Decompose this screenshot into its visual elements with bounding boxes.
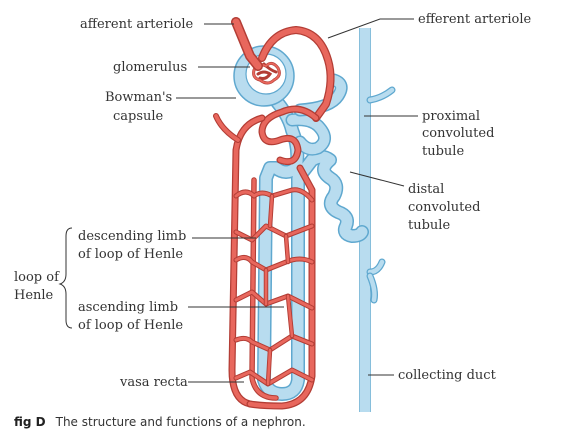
label-descending-line1: descending limb (78, 229, 186, 244)
svg-text:fig D The structure and: fig D The structure and functions of a n… (14, 413, 306, 430)
label-loop-line1: loop of (14, 270, 60, 285)
collecting-duct (359, 28, 396, 412)
label-ascending-line1: ascending limb (78, 300, 178, 315)
label-descending-line2: of loop of Henle (78, 247, 183, 262)
leader-lines (58, 18, 418, 383)
label-bowmans-capsule-line2: capsule (113, 109, 164, 124)
label-vasa-recta: vasa recta (119, 375, 188, 390)
figure-caption: fig D The structure and functions of a n… (14, 413, 306, 430)
labels: afferent arteriole efferent arteriole gl… (14, 12, 531, 390)
caption-text: The structure and functions of a nephron… (55, 415, 306, 429)
label-distal-line2: convoluted (408, 200, 480, 215)
label-collecting-duct: collecting duct (398, 368, 497, 383)
label-proximal-line1: proximal (422, 109, 480, 124)
label-proximal-line3: tubule (422, 144, 464, 159)
label-bowmans-capsule-line1: Bowman's (105, 90, 172, 105)
glomerulus (252, 61, 281, 85)
label-proximal-line2: convoluted (422, 126, 494, 141)
label-efferent-arteriole: efferent arteriole (418, 12, 531, 27)
blood-vessels (213, 17, 335, 410)
label-ascending-line2: of loop of Henle (78, 318, 183, 333)
label-loop-line2: Henle (14, 288, 54, 303)
caption-label: fig D (14, 415, 46, 429)
label-distal-line1: distal (408, 182, 444, 197)
label-afferent-arteriole: afferent arteriole (80, 17, 194, 32)
nephron-tubule (257, 73, 369, 401)
label-glomerulus: glomerulus (113, 60, 187, 75)
label-distal-line3: tubule (408, 218, 450, 233)
